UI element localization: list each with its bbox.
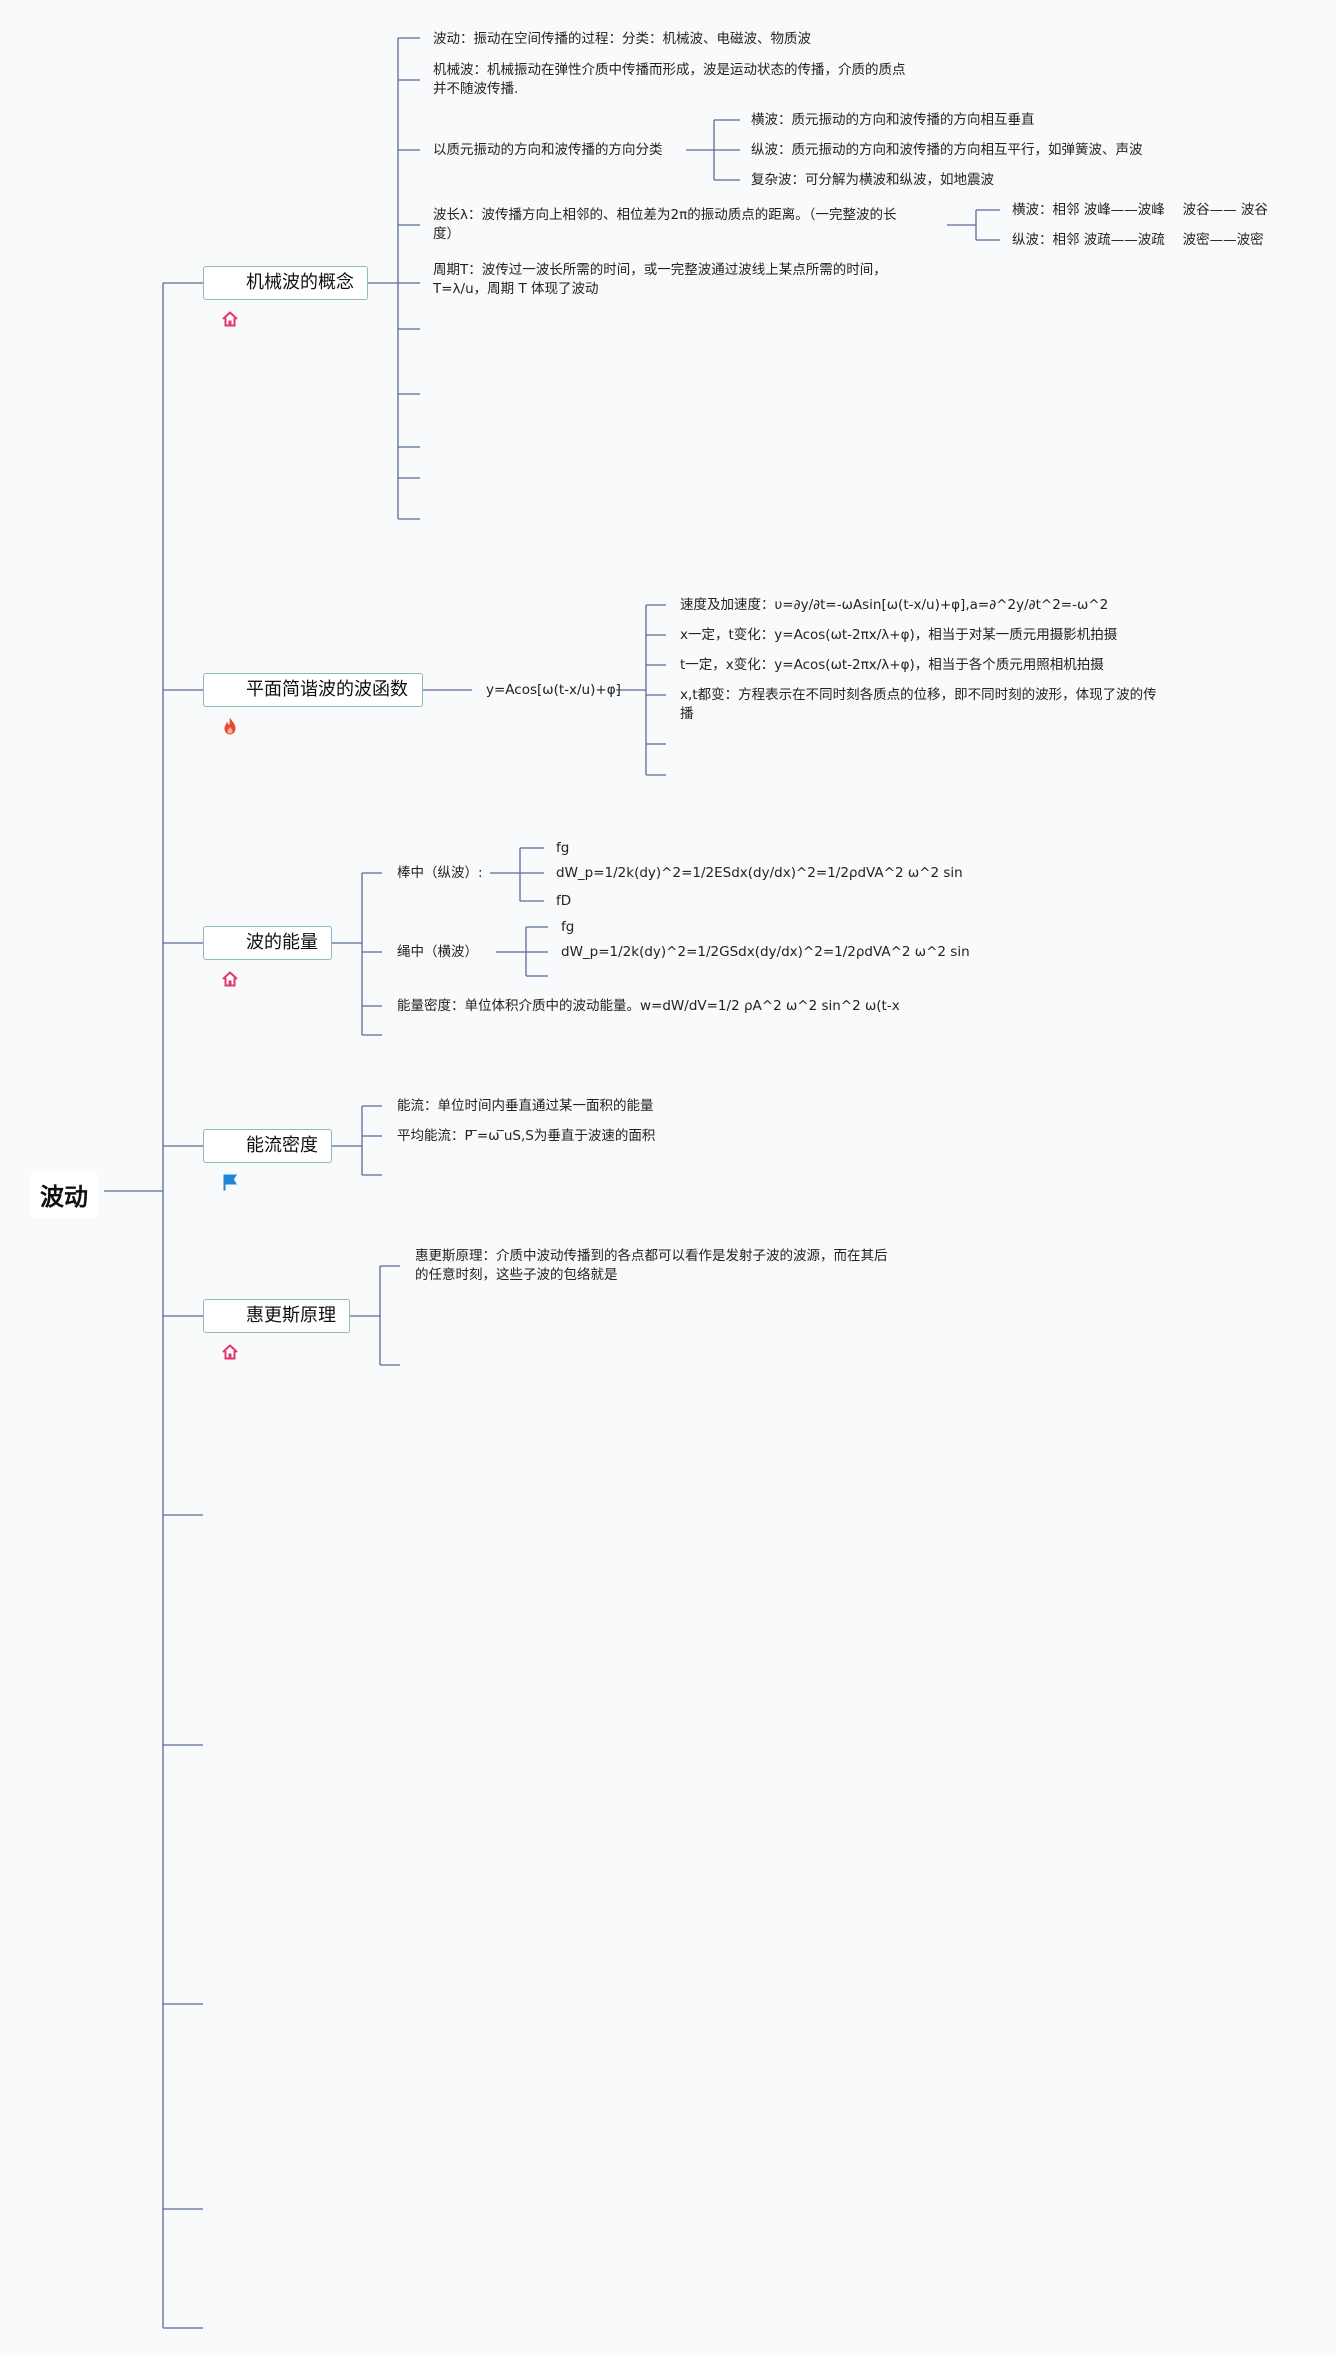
topic-mechanical-wave-concept[interactable]: 机械波的概念	[203, 266, 368, 327]
house-icon	[220, 273, 240, 327]
transverse-wave-definition[interactable]: 横波：质元振动的方向和波传播的方向相互垂直	[751, 112, 1035, 128]
period-definition[interactable]: 周期T：波传过一波长所需的时间，或一完整波通过波线上某点所需的时间， T=λ/u…	[433, 262, 887, 297]
rope-fg[interactable]: fg	[561, 919, 575, 935]
house-icon	[220, 933, 240, 987]
topic-energy-flux-density[interactable]: 能流密度	[203, 1129, 332, 1191]
mechanical-wave-definition[interactable]: 机械波：机械振动在弹性介质中传播而形成，波是运动状态的传播，介质的质点 并不随波…	[433, 62, 906, 97]
average-energy-flux[interactable]: 平均能流：P ̅=ω ̅uS,S为垂直于波速的面积	[397, 1128, 656, 1144]
topic-plane-harmonic-wave-function[interactable]: 平面简谐波的波函数	[203, 673, 423, 735]
wavelength-definition[interactable]: 波长λ：波传播方向上相邻的、相位差为2π的振动质点的距离。（一完整波的长 度）	[433, 207, 897, 242]
flame-icon	[220, 680, 240, 735]
rope-potential-energy[interactable]: dW_p=1/2k(dy)^2=1/2GSdx(dy/dx)^2=1/2ρdVA…	[561, 944, 970, 960]
rod-fg[interactable]: fg	[556, 840, 570, 856]
house-icon	[220, 1306, 240, 1360]
topic-wave-energy[interactable]: 波的能量	[203, 926, 332, 987]
topic-label: 惠更斯原理	[246, 1305, 336, 1326]
energy-flux[interactable]: 能流：单位时间内垂直通过某一面积的能量	[397, 1098, 654, 1114]
huygens-principle-statement[interactable]: 惠更斯原理：介质中波动传播到的各点都可以看作是发射子波的波源，而在其后 的任意时…	[415, 1248, 888, 1283]
complex-wave-definition[interactable]: 复杂波：可分解为横波和纵波，如地震波	[751, 172, 994, 188]
x-t-both-vary[interactable]: x,t都变：方程表示在不同时刻各质点的位移，即不同时刻的波形，体现了波的传 播	[680, 687, 1157, 722]
topic-label: 平面简谐波的波函数	[246, 679, 408, 700]
longitudinal-wave-definition[interactable]: 纵波：质元振动的方向和波传播的方向相互平行，如弹簧波、声波	[751, 142, 1143, 158]
t-fixed-x-varies[interactable]: t一定，x变化：y=Acos(ωt-2πx/λ+φ)，相当于各个质元用照相机拍摄	[680, 657, 1104, 673]
topic-label: 机械波的概念	[246, 272, 354, 293]
rod-potential-energy[interactable]: dW_p=1/2k(dy)^2=1/2ESdx(dy/dx)^2=1/2ρdVA…	[556, 865, 963, 881]
velocity-acceleration[interactable]: 速度及加速度：υ=∂y/∂t=-ωAsin[ω(t-x/u)+φ],a=∂^2y…	[680, 597, 1109, 613]
classification-by-vibration-direction[interactable]: 以质元振动的方向和波传播的方向分类	[433, 142, 663, 158]
x-fixed-t-varies[interactable]: x一定，t变化：y=Acos(ωt-2πx/λ+φ)，相当于对某一质元用摄影机拍…	[680, 627, 1118, 643]
root-topic[interactable]: 波动	[30, 1171, 98, 1218]
topic-huygens-principle[interactable]: 惠更斯原理	[203, 1299, 350, 1360]
flag-icon	[220, 1136, 240, 1191]
rod-longitudinal[interactable]: 棒中（纵波）:	[397, 865, 483, 881]
topic-label: 波的能量	[246, 932, 318, 953]
energy-density[interactable]: 能量密度：单位体积介质中的波动能量。w=dW/dV=1/2 ρA^2 ω^2 s…	[397, 998, 900, 1014]
rope-transverse[interactable]: 绳中（横波）	[397, 944, 478, 960]
wavelength-longitudinal[interactable]: 纵波：相邻 波疏——波疏 波密——波密	[1012, 232, 1264, 248]
wave-motion-definition[interactable]: 波动：振动在空间传播的过程：分类：机械波、电磁波、物质波	[433, 31, 811, 47]
wave-function-formula[interactable]: y=Acos[ω(t-x/u)+φ]	[486, 682, 621, 698]
wavelength-transverse[interactable]: 横波：相邻 波峰——波峰 波谷—— 波谷	[1012, 202, 1268, 218]
rod-fd[interactable]: fD	[556, 893, 572, 909]
topic-label: 能流密度	[246, 1135, 318, 1156]
